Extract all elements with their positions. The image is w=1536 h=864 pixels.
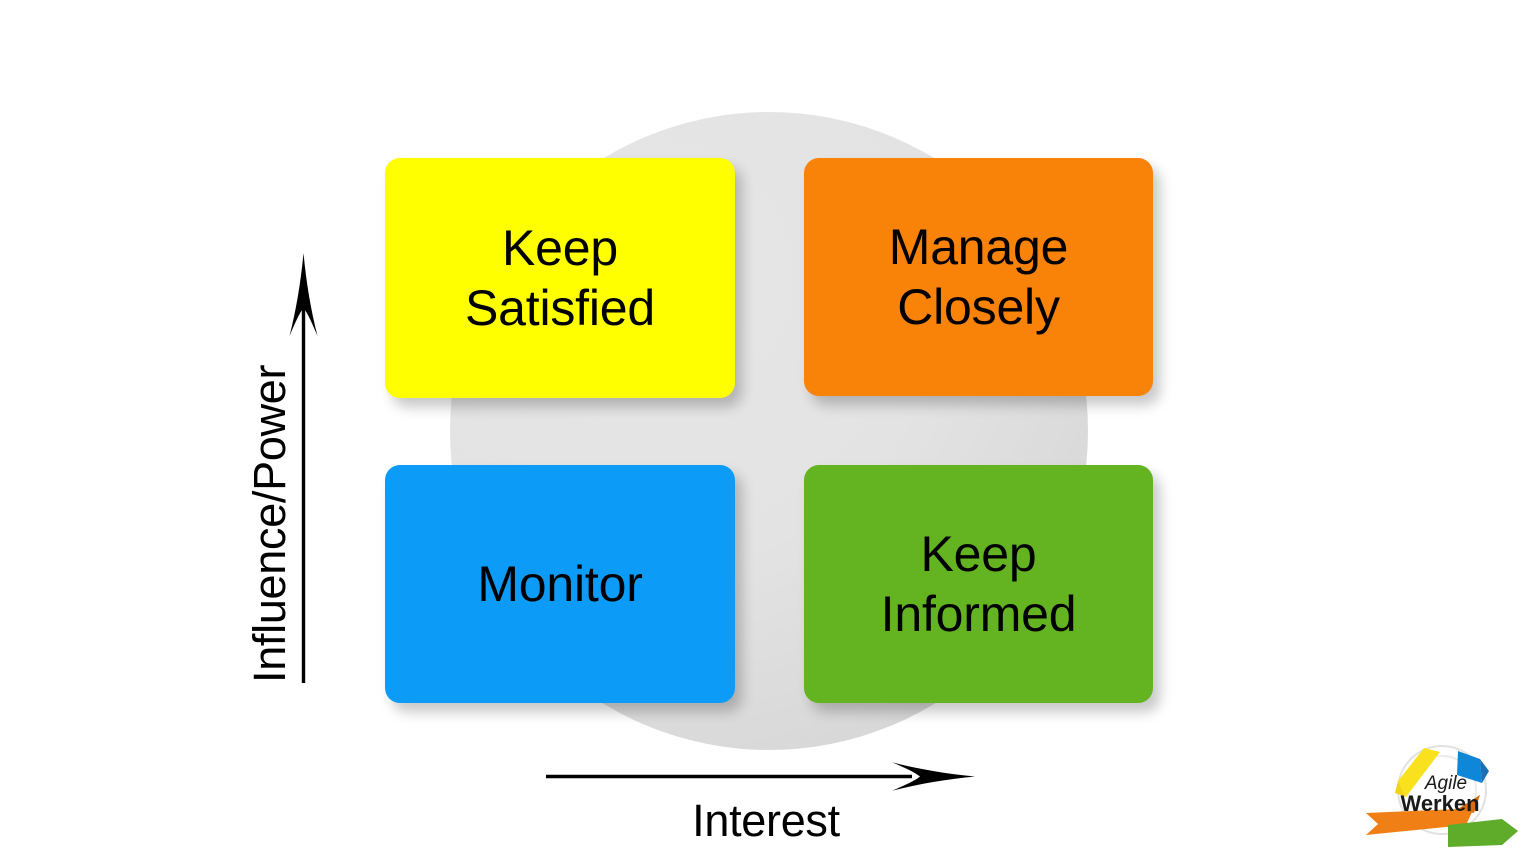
arrow-right-icon <box>546 762 975 791</box>
quadrant-label-keep-informed: Keep Informed <box>880 525 1077 643</box>
quadrant-monitor[interactable]: Monitor <box>385 465 735 703</box>
logo-shape-yellow <box>1398 748 1440 797</box>
quadrant-label-monitor: Monitor <box>477 555 643 612</box>
agile-werken-logo[interactable]: Agile Werken <box>1362 735 1528 857</box>
logo-shape-orange-fold <box>1458 795 1480 813</box>
axis-label-interest: Interest <box>692 795 840 846</box>
logo-shape-blue <box>1457 751 1482 783</box>
logo-shape-green <box>1448 819 1518 847</box>
quadrant-keep-informed[interactable]: Keep Informed <box>804 465 1153 703</box>
axis-label-influence-power: Influence/Power <box>244 364 295 683</box>
logo-text-agile: Agile <box>1424 773 1467 794</box>
logo-shape-yellow-fold <box>1395 781 1406 797</box>
logo-text-werken: Werken <box>1400 791 1479 816</box>
quadrant-label-keep-satisfied: Keep Satisfied <box>465 219 655 337</box>
quadrant-manage-closely[interactable]: Manage Closely <box>804 158 1153 396</box>
quadrant-keep-satisfied[interactable]: Keep Satisfied <box>385 158 735 398</box>
logo-shape-blue-fold <box>1480 759 1489 783</box>
quadrant-label-manage-closely: Manage Closely <box>888 218 1069 336</box>
